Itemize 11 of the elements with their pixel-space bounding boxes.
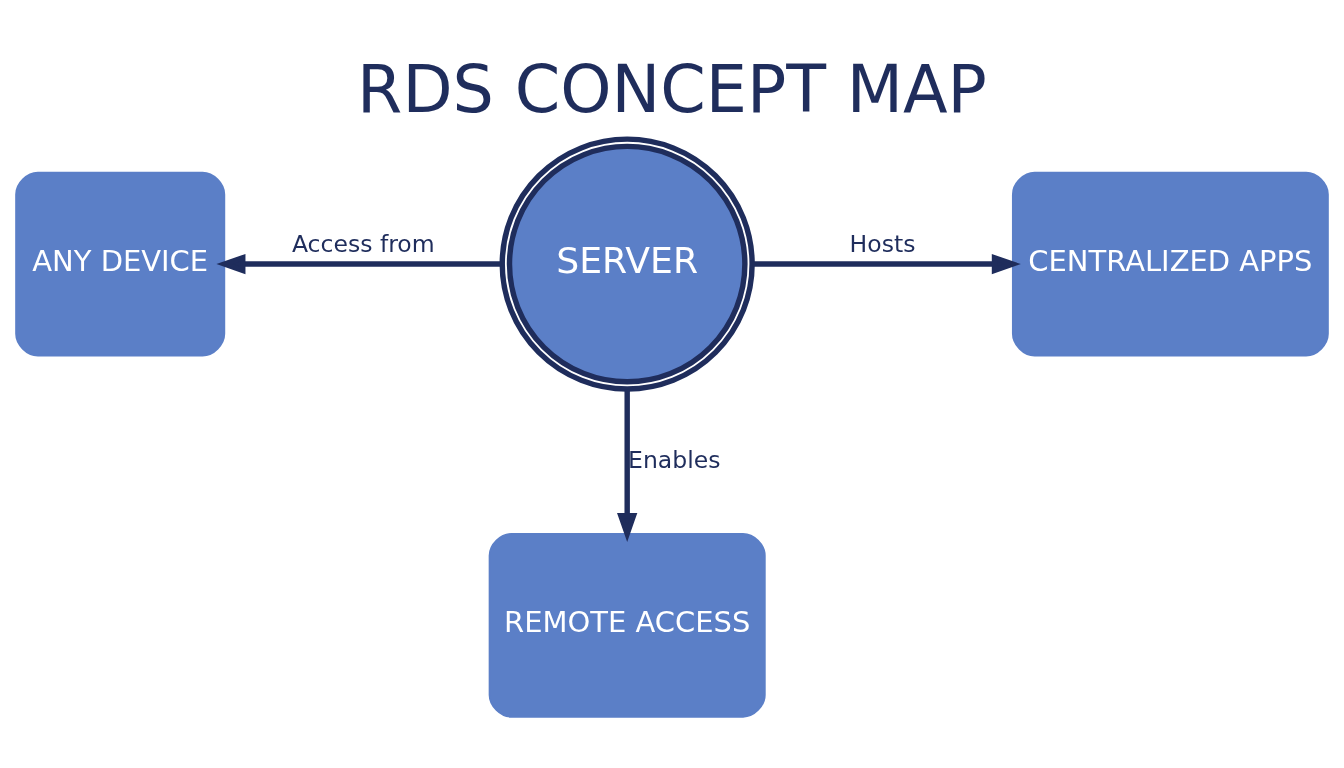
node-box: ANY DEVICE (15, 171, 226, 356)
edge-label: Hosts (849, 229, 916, 258)
arrow (752, 253, 1021, 274)
node-circle: SERVER (499, 135, 755, 392)
arrow (617, 388, 638, 542)
edge-label: Access from (291, 229, 435, 258)
node-box: REMOTE ACCESS (488, 532, 766, 718)
arrow (216, 253, 502, 274)
node-box: CENTRALIZED APPS (1011, 171, 1329, 356)
edge-label: Enables (628, 445, 721, 474)
diagram-title: RDS CONCEPT MAP (357, 50, 987, 127)
